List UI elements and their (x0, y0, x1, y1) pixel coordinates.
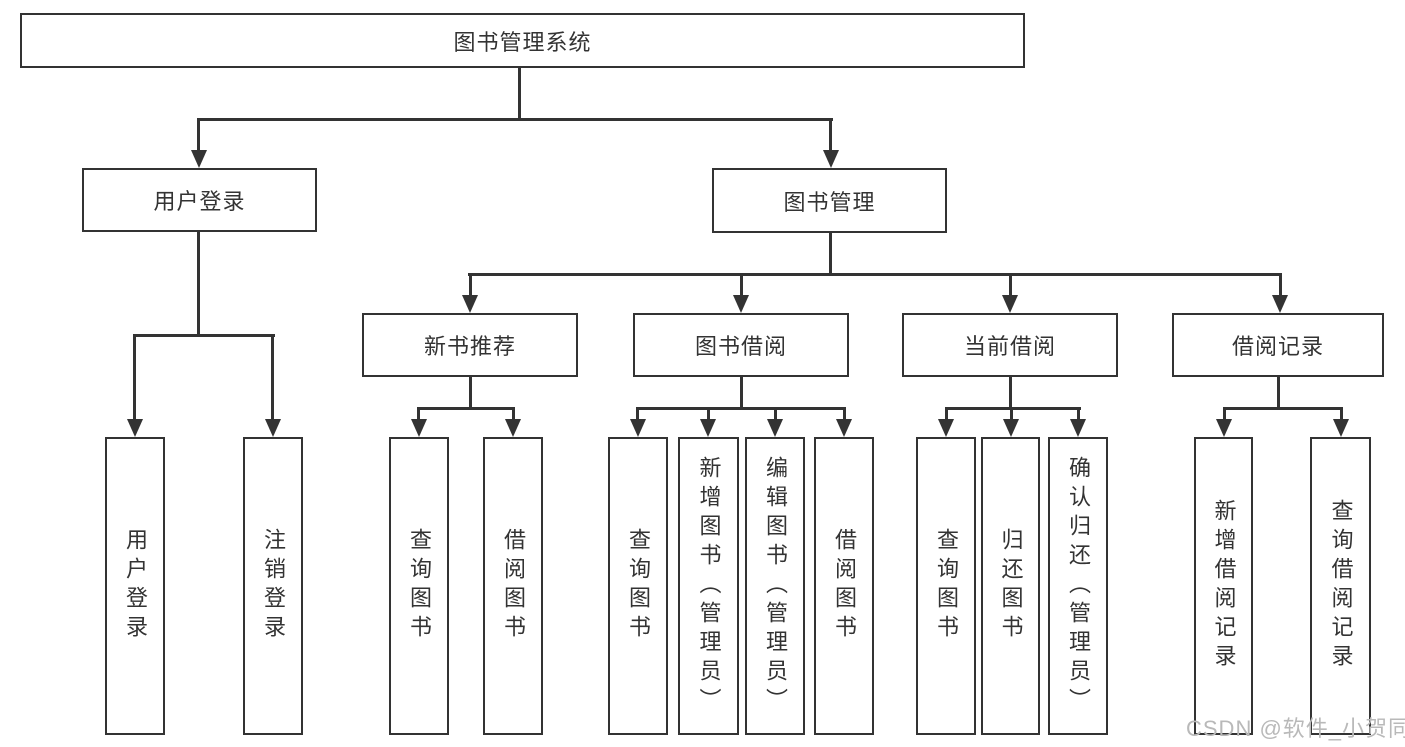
line-segment (197, 232, 200, 337)
line-segment (197, 118, 200, 152)
node-borrow-records: 借阅记录 (1172, 313, 1384, 377)
node-borrow-records-label: 借阅记录 (1231, 334, 1324, 359)
line-segment (469, 377, 472, 409)
node-leaf-confirm-return-admin: 确认归还（管理员） (1048, 437, 1108, 735)
node-leaf-label: 查询图书 (934, 528, 959, 644)
node-leaf-query-borrow-record: 查询借阅记录 (1310, 437, 1371, 735)
node-root: 图书管理系统 (20, 13, 1025, 68)
node-leaf-label: 新增图书（管理员） (696, 455, 722, 717)
node-leaf-query-books: 查询图书 (608, 437, 668, 735)
node-leaf-borrow-books: 借阅图书 (814, 437, 874, 735)
line-segment (636, 407, 846, 410)
arrow-down-icon (411, 419, 427, 437)
arrow-down-icon (127, 419, 143, 437)
node-leaf-query-books-recommend: 查询图书 (389, 437, 449, 735)
arrow-down-icon (700, 419, 716, 437)
line-segment (829, 233, 832, 275)
node-book-management-label: 图书管理 (783, 189, 876, 215)
node-new-book-recommend-label: 新书推荐 (423, 334, 516, 359)
node-leaf-add-books-admin: 新增图书（管理员） (678, 437, 739, 735)
node-leaf-label: 归还图书 (998, 528, 1024, 644)
arrow-down-icon (1272, 295, 1288, 313)
line-segment (740, 377, 743, 409)
node-leaf-label: 编辑图书（管理员） (763, 455, 788, 717)
line-segment (512, 407, 515, 421)
node-book-borrow: 图书借阅 (633, 313, 849, 377)
node-leaf-label: 查询借阅记录 (1328, 499, 1354, 673)
line-segment (271, 334, 274, 420)
arrow-down-icon (1216, 419, 1232, 437)
node-leaf-label: 借阅图书 (832, 528, 857, 644)
arrow-down-icon (823, 150, 839, 168)
arrow-down-icon (505, 419, 521, 437)
node-current-borrow: 当前借阅 (902, 313, 1118, 377)
arrow-down-icon (767, 419, 783, 437)
line-segment (740, 273, 743, 297)
line-segment (843, 407, 846, 421)
arrow-down-icon (265, 419, 281, 437)
line-segment (1009, 273, 1012, 297)
node-new-book-recommend: 新书推荐 (362, 313, 578, 377)
line-segment (945, 407, 948, 421)
arrow-down-icon (1003, 419, 1019, 437)
line-segment (1279, 273, 1282, 297)
node-current-borrow-label: 当前借阅 (963, 334, 1056, 359)
arrow-down-icon (191, 150, 207, 168)
node-leaf-return-books: 归还图书 (981, 437, 1040, 735)
node-leaf-label: 注销登录 (261, 528, 286, 644)
line-segment (133, 334, 275, 337)
line-segment (1223, 407, 1343, 410)
node-root-label: 图书管理系统 (453, 29, 592, 55)
line-segment (417, 407, 515, 410)
line-segment (1010, 407, 1013, 421)
line-segment (133, 334, 136, 420)
node-leaf-logout: 注销登录 (243, 437, 303, 735)
node-leaf-label: 查询图书 (407, 528, 432, 644)
arrow-down-icon (733, 295, 749, 313)
line-segment (1077, 407, 1080, 421)
node-leaf-edit-books-admin: 编辑图书（管理员） (745, 437, 805, 735)
node-leaf-label: 借阅图书 (501, 528, 526, 644)
line-segment (1277, 377, 1280, 409)
arrow-down-icon (836, 419, 852, 437)
watermark: CSDN @软件_小贺同学 (1186, 716, 1405, 741)
arrow-down-icon (1070, 419, 1086, 437)
line-segment (1340, 407, 1343, 421)
node-user-login: 用户登录 (82, 168, 317, 232)
line-segment (518, 68, 521, 120)
line-segment (945, 407, 1081, 410)
node-book-management: 图书管理 (712, 168, 947, 233)
node-leaf-add-borrow-record: 新增借阅记录 (1194, 437, 1253, 735)
line-segment (829, 118, 832, 152)
line-segment (197, 118, 833, 121)
line-segment (707, 407, 710, 421)
node-leaf-label: 新增借阅记录 (1211, 499, 1237, 673)
arrow-down-icon (938, 419, 954, 437)
arrow-down-icon (462, 295, 478, 313)
line-segment (468, 273, 1282, 276)
line-segment (774, 407, 777, 421)
node-leaf-borrow-books-recommend: 借阅图书 (483, 437, 543, 735)
arrow-down-icon (630, 419, 646, 437)
node-leaf-label: 用户登录 (123, 528, 148, 644)
arrow-down-icon (1333, 419, 1349, 437)
line-segment (636, 407, 639, 421)
node-leaf-query-current: 查询图书 (916, 437, 976, 735)
line-segment (469, 273, 472, 297)
node-leaf-label: 确认归还（管理员） (1066, 455, 1091, 717)
node-user-login-label: 用户登录 (153, 189, 246, 214)
node-leaf-user-login: 用户登录 (105, 437, 165, 735)
node-leaf-label: 查询图书 (626, 528, 651, 644)
node-book-borrow-label: 图书借阅 (694, 334, 787, 359)
line-segment (1223, 407, 1226, 421)
arrow-down-icon (1002, 295, 1018, 313)
line-segment (1009, 377, 1012, 409)
line-segment (417, 407, 420, 421)
